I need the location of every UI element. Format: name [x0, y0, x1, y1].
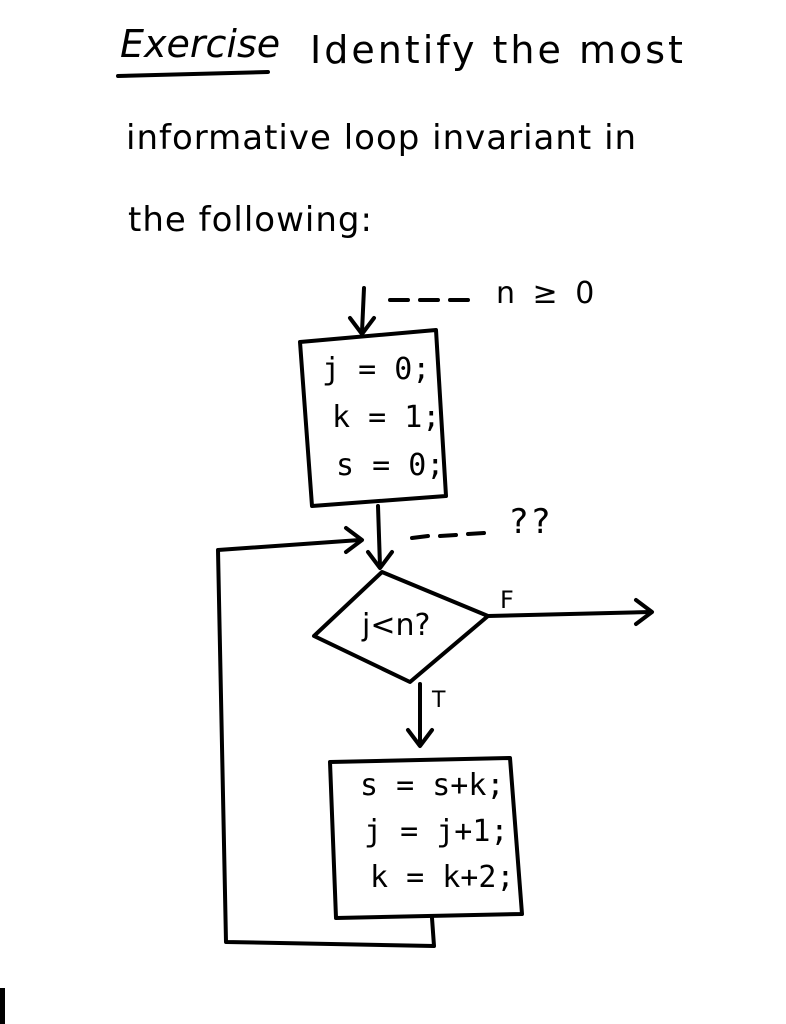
exercise-prompt-line-2: informative loop invariant in — [126, 118, 638, 158]
body-line-2: j = j+1; — [364, 814, 509, 849]
body-line-1: s = s+k; — [360, 768, 505, 803]
init-line-3: s = 0; — [336, 448, 445, 483]
true-label: T — [432, 688, 446, 713]
init-to-decision-arrow — [376, 504, 382, 568]
init-to-decision-arrow-head — [366, 550, 394, 570]
decision-condition: j<n? — [362, 608, 431, 643]
init-line-2: k = 1; — [332, 400, 441, 435]
false-branch-arrow — [486, 610, 652, 618]
init-box — [298, 328, 448, 508]
exercise-title: Exercise — [120, 22, 281, 66]
body-line-3: k = k+2; — [370, 860, 515, 895]
exercise-prompt-line-1: Identify the most — [310, 28, 686, 72]
exercise-prompt-line-3: the following: — [128, 200, 373, 240]
title-underline — [116, 70, 270, 78]
entry-arrow — [360, 286, 366, 334]
loop-back-line — [216, 538, 436, 948]
invariant-dashes — [410, 531, 486, 540]
entry-arrow-head — [348, 316, 376, 336]
scan-edge-mark — [0, 988, 5, 1024]
invariant-placeholder: ?? — [510, 502, 555, 542]
loop-back-arrow-head — [344, 526, 364, 554]
true-branch-arrow-head — [406, 728, 434, 748]
false-label: F — [500, 586, 514, 614]
decision-diamond — [312, 570, 490, 684]
body-box — [328, 756, 524, 920]
init-line-1: j = 0; — [322, 352, 431, 387]
precondition-label: n ≥ 0 — [496, 276, 599, 311]
false-branch-arrow-head — [634, 598, 654, 626]
